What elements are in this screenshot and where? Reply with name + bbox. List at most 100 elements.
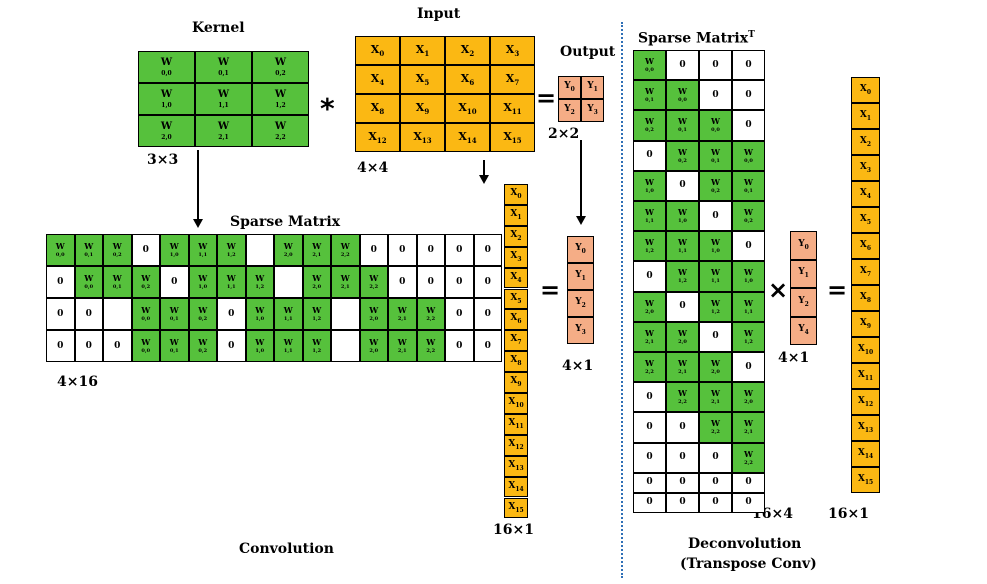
x-vector-cell: X2 — [504, 225, 528, 247]
x-vector-b-cell: X2 — [851, 129, 880, 155]
x-vector-b-cell: X9 — [851, 311, 880, 337]
input-cell: X1 — [400, 36, 445, 65]
sparse-matrix-t-text: Sparse Matrix — [638, 30, 749, 47]
x-vector-b-cell: X6 — [851, 233, 880, 259]
x-vector-cell: X12 — [504, 434, 528, 456]
input-cell: X7 — [490, 65, 535, 94]
sparse-matrix-t-cell: 0 — [699, 442, 732, 473]
sparse-matrix-t-cell: 0 — [666, 442, 699, 473]
sparse-matrix-cell: 0 — [445, 330, 474, 362]
input-cell: X5 — [400, 65, 445, 94]
input-cell: X0 — [355, 36, 400, 65]
sparse-matrix-cell: 0 — [131, 234, 160, 266]
sparse-matrix-t-cell: 0 — [666, 492, 699, 513]
x-vector-cell: X7 — [504, 330, 528, 352]
sparse-matrix-t-cell: 0 — [633, 261, 666, 292]
sparse-matrix-t-cell: 0 — [699, 492, 732, 513]
sparse-matrix-cell — [245, 234, 274, 266]
deconvolution-caption: Deconvolution — [688, 536, 802, 552]
sparse-matrix-t-cell: 0 — [633, 492, 666, 513]
input-cell: X4 — [355, 65, 400, 94]
kernel-title: Kernel — [192, 20, 245, 36]
x-vector-b-cell: X3 — [851, 155, 880, 181]
multiply-sign-deconv: × — [768, 276, 789, 304]
sparse-matrix-cell: 0 — [388, 266, 417, 298]
y-vector-a-cell: Y2 — [567, 290, 594, 317]
input-cell: X9 — [400, 94, 445, 123]
output-title: Output — [560, 44, 616, 60]
x-vector-cell: X14 — [504, 476, 528, 498]
transpose-superscript: T — [748, 30, 755, 40]
sparse-matrix-cell: 0 — [473, 234, 502, 266]
sparse-matrix-t-cell: 0 — [666, 472, 699, 493]
sparse-matrix-cell: 0 — [46, 266, 75, 298]
convolution-operator: * — [320, 92, 335, 125]
x-vector-cell: X8 — [504, 351, 528, 373]
sparse-matrix-t-cell: 0 — [633, 412, 666, 443]
input-dimension: 4×4 — [357, 160, 389, 176]
input-cell: X6 — [445, 65, 490, 94]
y-vector-b-cell: Y1 — [790, 259, 817, 288]
x-vector-cell: X4 — [504, 267, 528, 289]
x-vector-cell: X11 — [504, 413, 528, 435]
x-vector-b-cell: X15 — [851, 467, 880, 493]
x-vector-cell: X13 — [504, 455, 528, 477]
sparse-matrix-t-cell: 0 — [732, 492, 765, 513]
input-cell: X8 — [355, 94, 400, 123]
sparse-matrix-t-cell: 0 — [699, 80, 732, 111]
x-vector-b-cell: X5 — [851, 207, 880, 233]
x-vector-cell: X0 — [504, 184, 528, 205]
equals-sign-conv: = — [540, 276, 561, 304]
sparse-matrix-title: Sparse Matrix — [230, 214, 341, 230]
sparse-matrix-cell: 0 — [473, 266, 502, 298]
sparse-matrix-t-cell: 0 — [666, 170, 699, 201]
sparse-matrix-cell: 0 — [445, 266, 474, 298]
input-cell: X3 — [490, 36, 535, 65]
x-vector-b-cell: X7 — [851, 259, 880, 285]
x-vector-b-cell: X0 — [851, 77, 880, 103]
output-cell: Y2 — [558, 99, 581, 122]
sparse-matrix-cell: 0 — [445, 234, 474, 266]
x-vector-cell: X9 — [504, 372, 528, 393]
sparse-matrix-cell: 0 — [74, 330, 103, 362]
